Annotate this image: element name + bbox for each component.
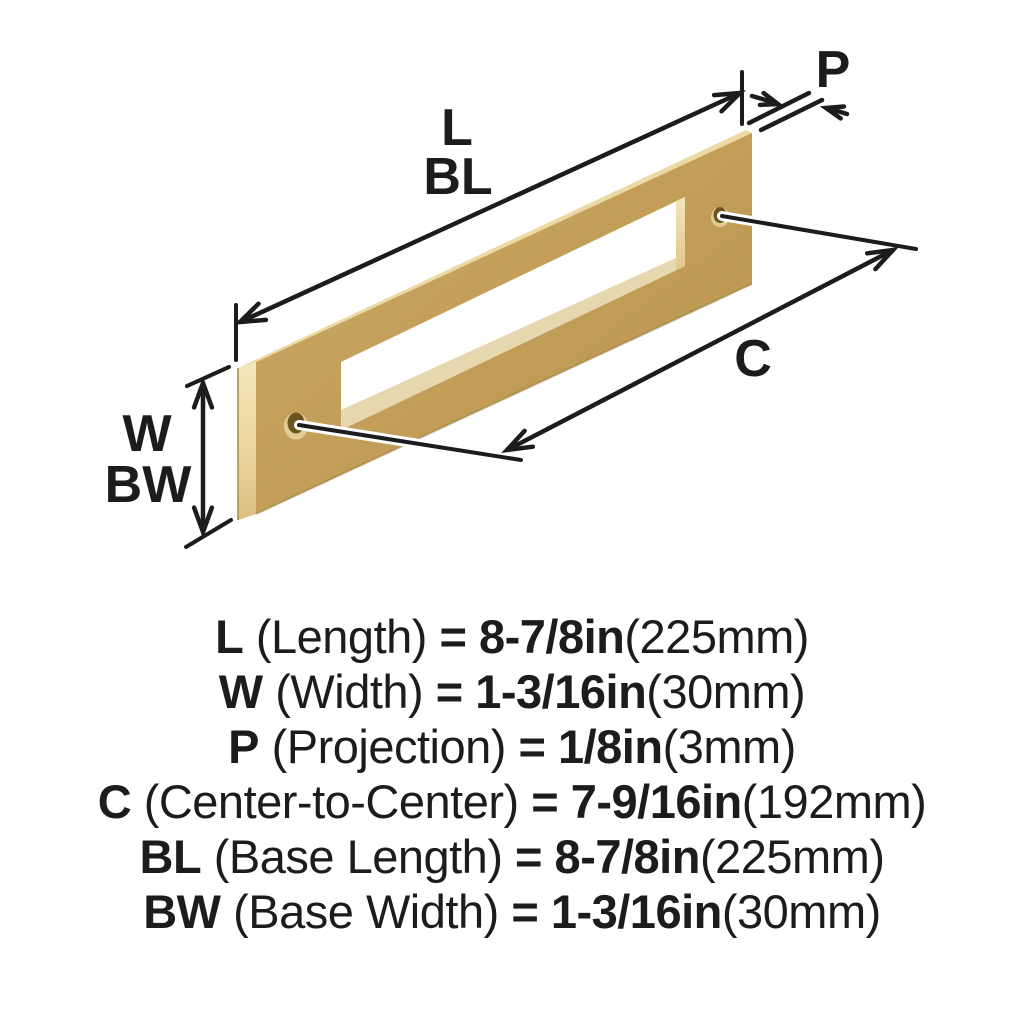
dim-extension-projection-front — [746, 90, 812, 126]
leader-line-right — [720, 214, 918, 251]
plate-bottom-edge-shadow — [255, 283, 753, 515]
cutout-inner-bottom-wall — [341, 256, 685, 430]
pull-plate-illustration — [237, 130, 753, 520]
label-base-width: BW — [105, 456, 193, 514]
dim-arrow-center-start — [501, 428, 536, 454]
dim-arrow-width-top — [191, 376, 215, 410]
label-projection: P — [816, 41, 851, 99]
spec-line: W (Width) = 1-3/16in(30mm) — [218, 665, 806, 718]
dim-arrow-projection-right-head — [819, 104, 847, 121]
dim-arrow-length-start — [234, 301, 269, 325]
spec-list: L (Length) = 8-7/8in(225mm)W (Width) = 1… — [0, 609, 1024, 939]
dimension-lines — [184, 70, 899, 549]
plate-left-edge — [238, 362, 256, 520]
leader-line-left — [297, 423, 523, 462]
spec-line: C (Center-to-Center) = 7-9/16in(192mm) — [97, 775, 927, 828]
dim-line-center-to-center — [504, 247, 896, 453]
dim-arrow-projection-left-head — [757, 90, 785, 108]
plate-top-edge — [238, 130, 752, 368]
dim-tick-width-top — [185, 365, 231, 388]
dim-arrow-width-bottom — [191, 505, 215, 539]
spec-line: L (Length) = 8-7/8in(225mm) — [215, 610, 809, 663]
label-base-length: BL — [423, 148, 492, 206]
label-length: L — [441, 99, 473, 157]
dim-arrow-center-end — [864, 246, 899, 272]
dim-extension-projection-back — [758, 97, 825, 133]
spec-line: BL (Base Length) = 8-7/8in(225mm) — [139, 830, 885, 883]
dim-line-length — [237, 90, 743, 325]
cutout-inner-right-wall — [676, 197, 685, 270]
label-center-to-center: C — [734, 330, 772, 388]
dim-tick-width-bottom — [184, 518, 233, 549]
spec-line: P (Projection) = 1/8in(3mm) — [228, 720, 796, 773]
spec-line: BW (Base Width) = 1-3/16in(30mm) — [143, 885, 881, 938]
center-leader-lines — [294, 211, 921, 465]
label-width: W — [122, 405, 172, 463]
